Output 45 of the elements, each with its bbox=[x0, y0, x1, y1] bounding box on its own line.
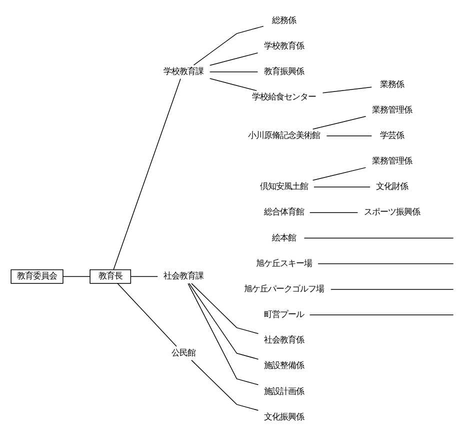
node-box: 教育長 bbox=[90, 268, 132, 284]
node-text: 町営プール bbox=[264, 308, 304, 319]
node-text: 小川原脩記念美術館 bbox=[248, 129, 320, 140]
node-text: 施設計画係 bbox=[264, 385, 304, 396]
node-text: 業務管理係 bbox=[372, 104, 412, 114]
connector bbox=[209, 71, 258, 72]
node-text: 文化振興係 bbox=[264, 410, 304, 421]
node-text: 社会教育課 bbox=[164, 270, 204, 280]
connector bbox=[191, 359, 259, 410]
connector bbox=[309, 314, 454, 315]
connector bbox=[117, 282, 177, 346]
node-text: 公民館 bbox=[172, 346, 196, 357]
node-text: 旭ケ丘スキー場 bbox=[256, 257, 312, 268]
node-text: 学校教育係 bbox=[264, 40, 304, 50]
connector bbox=[304, 237, 454, 238]
node-text: スポーツ振興係 bbox=[364, 206, 420, 216]
connector bbox=[193, 25, 264, 65]
node-text: 旭ケ丘パークゴルフ場 bbox=[244, 282, 324, 293]
node-text: 社会教育係 bbox=[264, 334, 304, 344]
node-text: 総務係 bbox=[272, 14, 296, 24]
connector bbox=[330, 288, 454, 290]
node-text: 業務管理係 bbox=[372, 155, 412, 166]
connector bbox=[312, 116, 366, 129]
node-text: 業務係 bbox=[380, 78, 404, 88]
node-text: 施設整備係 bbox=[264, 360, 304, 370]
node-text: 学校教育課 bbox=[164, 66, 204, 76]
node-text: 学芸係 bbox=[380, 129, 404, 140]
connector bbox=[322, 86, 372, 93]
node-text: 総合体育館 bbox=[264, 206, 304, 216]
connector bbox=[312, 166, 366, 180]
connector bbox=[188, 282, 259, 360]
connector bbox=[191, 282, 259, 334]
connector bbox=[209, 78, 258, 91]
connector bbox=[318, 262, 454, 264]
connector bbox=[188, 282, 259, 385]
connector bbox=[326, 135, 372, 136]
connector bbox=[113, 78, 181, 270]
node-text: 絵本館 bbox=[272, 232, 296, 242]
node-text: 学校給食センター bbox=[252, 91, 316, 102]
node-text: 文化財係 bbox=[376, 180, 408, 191]
node-text: 倶知安風土館 bbox=[260, 180, 308, 191]
node-text: 教育振興係 bbox=[264, 66, 304, 76]
node-box: 教育委員会 bbox=[10, 268, 64, 284]
connector bbox=[314, 186, 370, 187]
connector bbox=[209, 52, 258, 66]
